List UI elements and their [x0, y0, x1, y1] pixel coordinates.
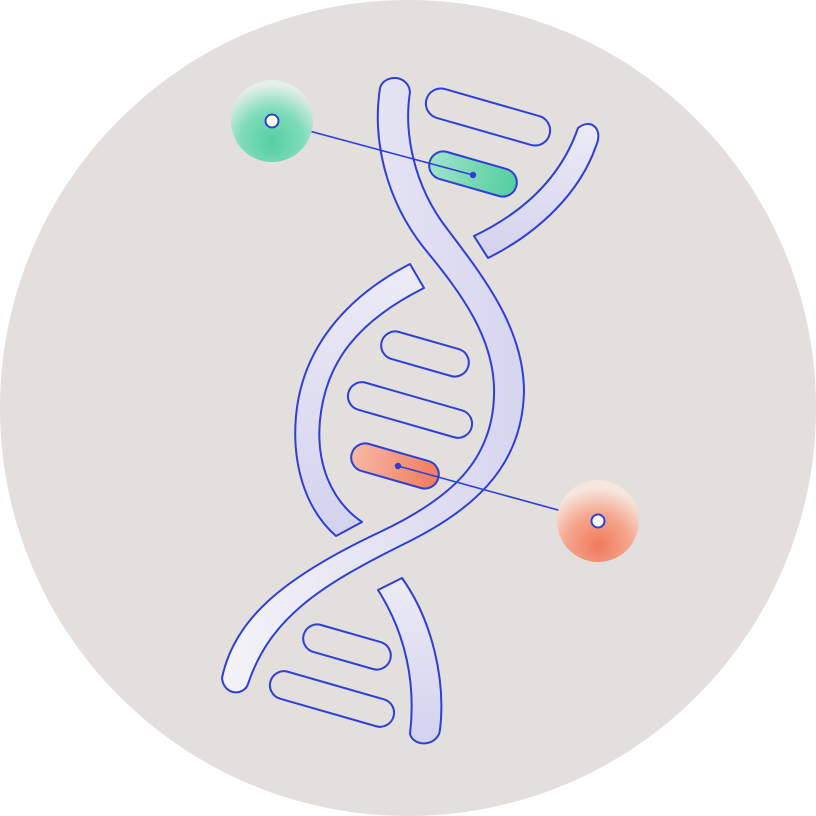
gene-marker-icon [557, 480, 639, 562]
dna-strand-front [221, 77, 525, 694]
callout-pin-red [590, 513, 606, 529]
rung-anchor-dot [469, 171, 477, 179]
dna-strand-back [294, 123, 600, 745]
base-pair-rung [302, 623, 392, 671]
base-pair-rung [424, 87, 552, 147]
base-pair-rung [380, 330, 470, 378]
base-pair-rung [346, 381, 474, 439]
base-pair-rung [268, 670, 396, 728]
gene-marker-icon [231, 80, 313, 162]
strand-segment-middle [294, 263, 425, 537]
rung-anchor-dot [394, 462, 402, 470]
callout-pin-green [264, 113, 280, 129]
strand-segment-top [473, 123, 600, 259]
strand-segment-bottom [377, 577, 443, 745]
base-pair-rungs [268, 87, 552, 728]
